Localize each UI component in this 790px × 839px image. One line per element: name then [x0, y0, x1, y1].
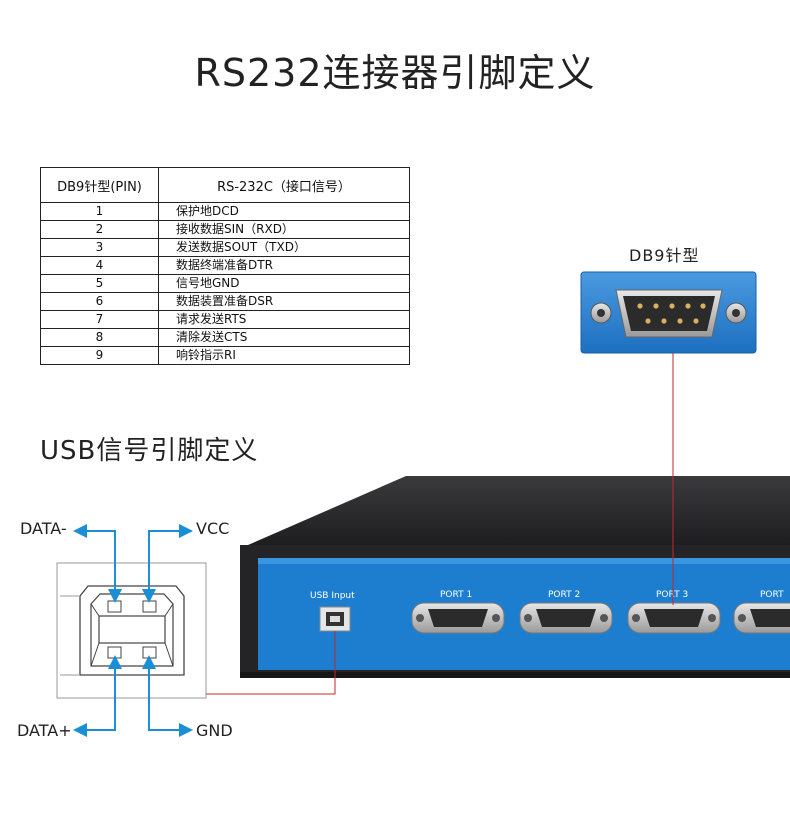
device-port-3-label: PORT 3 — [656, 590, 688, 600]
db9-connector-photo — [580, 271, 757, 354]
device-port-4 — [733, 602, 790, 634]
device-port-2 — [519, 602, 613, 634]
usb-pin-arrows — [73, 524, 193, 737]
device-port-1-label: PORT 1 — [440, 590, 472, 600]
usb-leader-line — [206, 631, 336, 695]
usb-title: USB信号引脚定义 — [40, 436, 259, 466]
db9-label: DB9针型 — [629, 246, 700, 265]
usb-pin-data-plus-label: DATA+ — [17, 721, 72, 740]
device-port-4-label: PORT — [760, 590, 784, 600]
device-port-3 — [627, 602, 721, 634]
table-cell-signal: 信号地GND — [158, 274, 410, 293]
table-cell-signal: 发送数据SOUT（TXD） — [158, 238, 410, 257]
table-header-pin: DB9针型(PIN) — [40, 167, 159, 203]
device-port-2-label: PORT 2 — [548, 590, 580, 600]
page-title: RS232连接器引脚定义 — [194, 51, 596, 95]
arrow-data-minus — [73, 524, 122, 603]
arrow-vcc — [142, 524, 193, 603]
device-usb-port-label: USB Input — [310, 591, 355, 601]
device-port-1 — [411, 602, 505, 634]
usb-serial-hub-device: USB Input PORT 1 PORT 2 PORT 3 PORT — [240, 476, 790, 678]
table-header-row: DB9针型(PIN) RS-232C（接口信号） — [40, 167, 410, 203]
table-cell-signal: 响铃指示RI — [158, 346, 410, 365]
usb-b-pinout-diagram — [56, 562, 207, 699]
table-cell-signal: 清除发送CTS — [158, 328, 410, 347]
arrow-data-plus — [73, 655, 122, 737]
arrow-gnd — [142, 655, 193, 737]
table-header-signal: RS-232C（接口信号） — [158, 167, 410, 203]
table-cell-signal: 请求发送RTS — [158, 310, 410, 329]
usb-pin-gnd-label: GND — [196, 721, 233, 740]
usb-pin-vcc-label: VCC — [196, 519, 230, 538]
usb-pin-data-minus-label: DATA- — [20, 519, 67, 538]
